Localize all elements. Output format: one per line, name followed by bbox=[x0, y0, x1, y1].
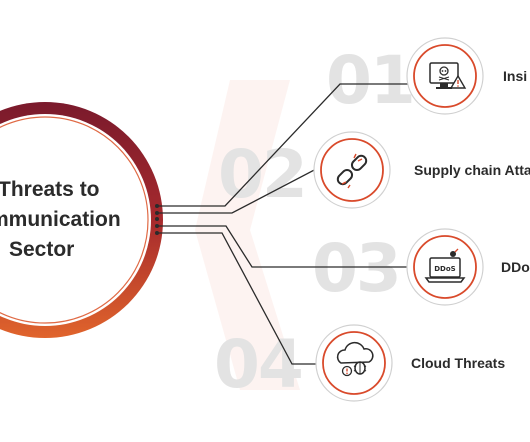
insider-monitor-skull-icon bbox=[406, 37, 484, 115]
number-04: 04 bbox=[214, 326, 304, 403]
hub-title-line-3: Sector bbox=[9, 238, 75, 261]
label-cloud-threats: Cloud Threats bbox=[411, 355, 506, 371]
number-03: 03 bbox=[312, 230, 402, 307]
label-insider: Insi bbox=[503, 68, 528, 84]
number-01: 01 bbox=[326, 42, 416, 119]
cloud-bug-icon bbox=[315, 324, 393, 402]
hub-title-line-2: mmunication bbox=[0, 208, 121, 231]
ddos-icon-text: DDoS bbox=[434, 265, 455, 273]
label-ddos: DDo bbox=[501, 259, 530, 275]
label-supply-chain: Supply chain Atta bbox=[414, 162, 530, 178]
ddos-laptop-icon: DDoS bbox=[406, 228, 484, 306]
hub-title-line-1: Threats to bbox=[0, 178, 100, 201]
broken-chain-link-icon bbox=[313, 131, 391, 209]
